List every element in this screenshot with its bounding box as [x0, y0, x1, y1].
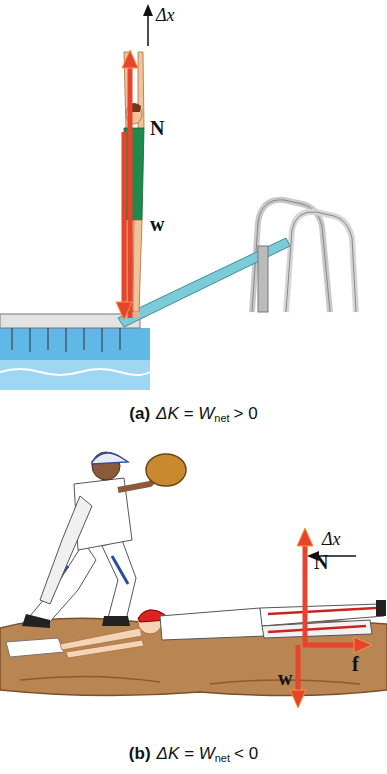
displacement-label: Δx [156, 6, 175, 24]
caption-subscript: net [215, 752, 230, 764]
force-arrows-a [116, 50, 138, 320]
caption-text: ΔK = W [156, 404, 214, 423]
force-arrows-b [290, 528, 372, 708]
caption-text: < 0 [234, 744, 258, 763]
diving-board [118, 200, 356, 327]
slider-figure [60, 600, 386, 658]
caption: (a) ΔK = Wnet > 0 [0, 404, 387, 424]
force-label: N [150, 118, 164, 138]
caption-text: ΔK = W [157, 744, 215, 763]
force-label: f [352, 654, 359, 674]
force-label: w [150, 214, 164, 234]
diver-figure [122, 52, 144, 317]
caption-label: (b) [129, 744, 151, 763]
force-label: w [278, 668, 292, 688]
caption: (b) ΔK = Wnet < 0 [0, 744, 387, 764]
force-label: N [314, 552, 328, 572]
caption-subscript: net [214, 412, 229, 424]
displacement-label: Δx [322, 530, 341, 548]
caption-label: (a) [129, 404, 150, 423]
fielder-figure [22, 452, 186, 628]
caption-text: > 0 [234, 404, 258, 423]
displacement-arrow-a [143, 4, 153, 46]
